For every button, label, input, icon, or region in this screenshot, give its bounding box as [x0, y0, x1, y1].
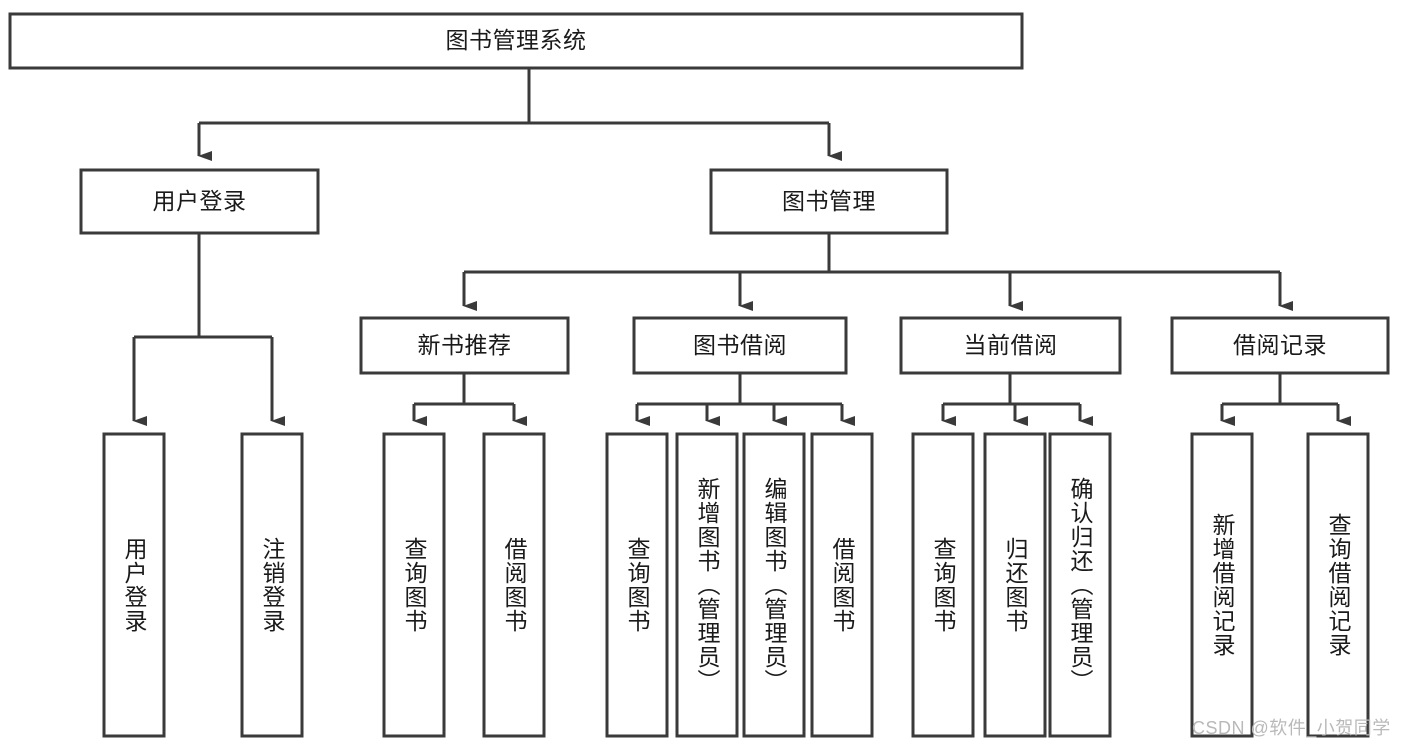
connector-borrow-to-leaves — [635, 373, 855, 426]
node-box-leaf-borrow-book-2[interactable] — [810, 432, 874, 738]
node-box-borrow-record[interactable] — [1170, 316, 1390, 375]
node-box-leaf-user-login[interactable] — [102, 432, 166, 738]
node-box-leaf-confirm-return-admin[interactable] — [1048, 432, 1112, 738]
connector-root-to-level1 — [197, 68, 842, 161]
node-box-current-borrow[interactable] — [899, 316, 1122, 375]
node-box-root[interactable] — [8, 12, 1024, 70]
node-box-leaf-query-book-3[interactable] — [911, 432, 975, 738]
node-box-new-book-recommend[interactable] — [359, 316, 570, 375]
node-box-leaf-query-borrow-record[interactable] — [1306, 432, 1370, 738]
connector-newbook-to-leaves — [412, 373, 527, 426]
node-box-leaf-borrow-book-1[interactable] — [482, 432, 546, 738]
node-box-leaf-logout[interactable] — [240, 432, 304, 738]
connector-bookmgmt-to-level2 — [462, 233, 1293, 311]
node-box-leaf-query-book-1[interactable] — [382, 432, 446, 738]
connector-record-to-leaves — [1220, 373, 1351, 426]
csdn-watermark: CSDN @软件_小贺同学 — [1192, 718, 1391, 738]
node-box-user-login[interactable] — [79, 168, 320, 235]
node-box-leaf-return-book[interactable] — [983, 432, 1047, 738]
node-box-book-management[interactable] — [709, 168, 949, 235]
node-box-leaf-add-borrow-record[interactable] — [1190, 432, 1254, 738]
node-box-leaf-query-book-2[interactable] — [605, 432, 669, 738]
node-box-leaf-add-book-admin[interactable] — [675, 432, 739, 738]
connector-userlogin-to-leaves — [132, 233, 285, 426]
node-box-leaf-edit-book-admin[interactable] — [742, 432, 806, 738]
connector-current-to-leaves — [941, 373, 1093, 426]
node-box-book-borrow[interactable] — [632, 316, 848, 375]
